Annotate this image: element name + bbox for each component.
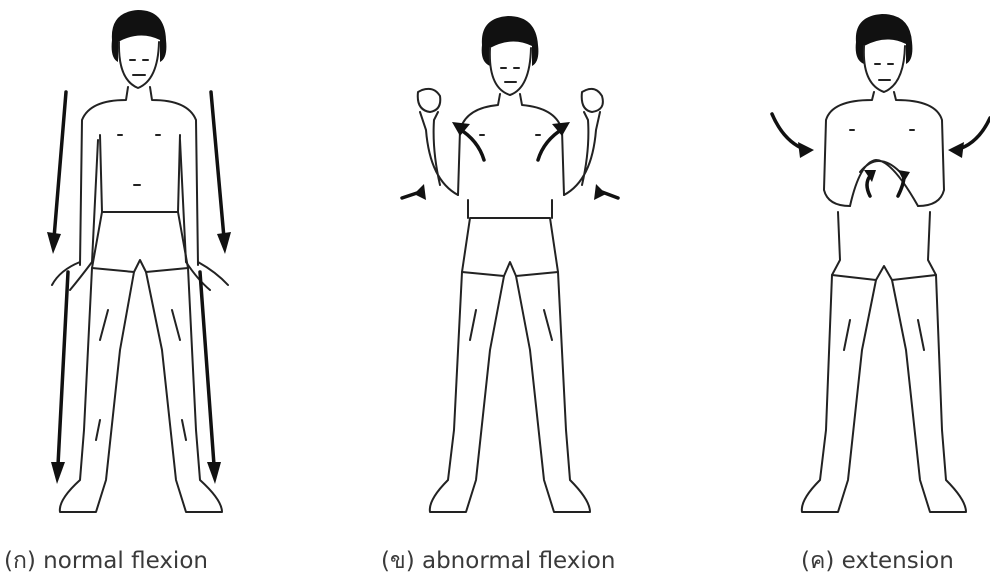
crossed-arms <box>850 160 918 206</box>
arrow-left-arm <box>54 92 66 238</box>
raised-arms <box>420 112 600 195</box>
extension-illustration <box>660 0 990 540</box>
figure-abnormal-flexion <box>330 0 660 540</box>
head <box>119 42 159 88</box>
legs <box>60 268 222 512</box>
arrow-left-up <box>867 176 870 196</box>
arrow-left-leg <box>58 272 68 465</box>
abnormal-flexion-illustration <box>330 0 660 540</box>
normal-flexion-illustration <box>0 0 330 540</box>
caption-abnormal-flexion: (ข) abnormal flexion <box>381 543 615 579</box>
caption-extension: (ค) extension <box>801 543 954 579</box>
figure-normal-flexion <box>0 0 330 540</box>
arrow-right-arm <box>211 92 224 238</box>
figure-extension <box>660 0 990 540</box>
shorts <box>92 212 188 272</box>
arrow-right-leg <box>200 272 214 465</box>
caption-normal-flexion: (ก) normal flexion <box>4 543 208 579</box>
